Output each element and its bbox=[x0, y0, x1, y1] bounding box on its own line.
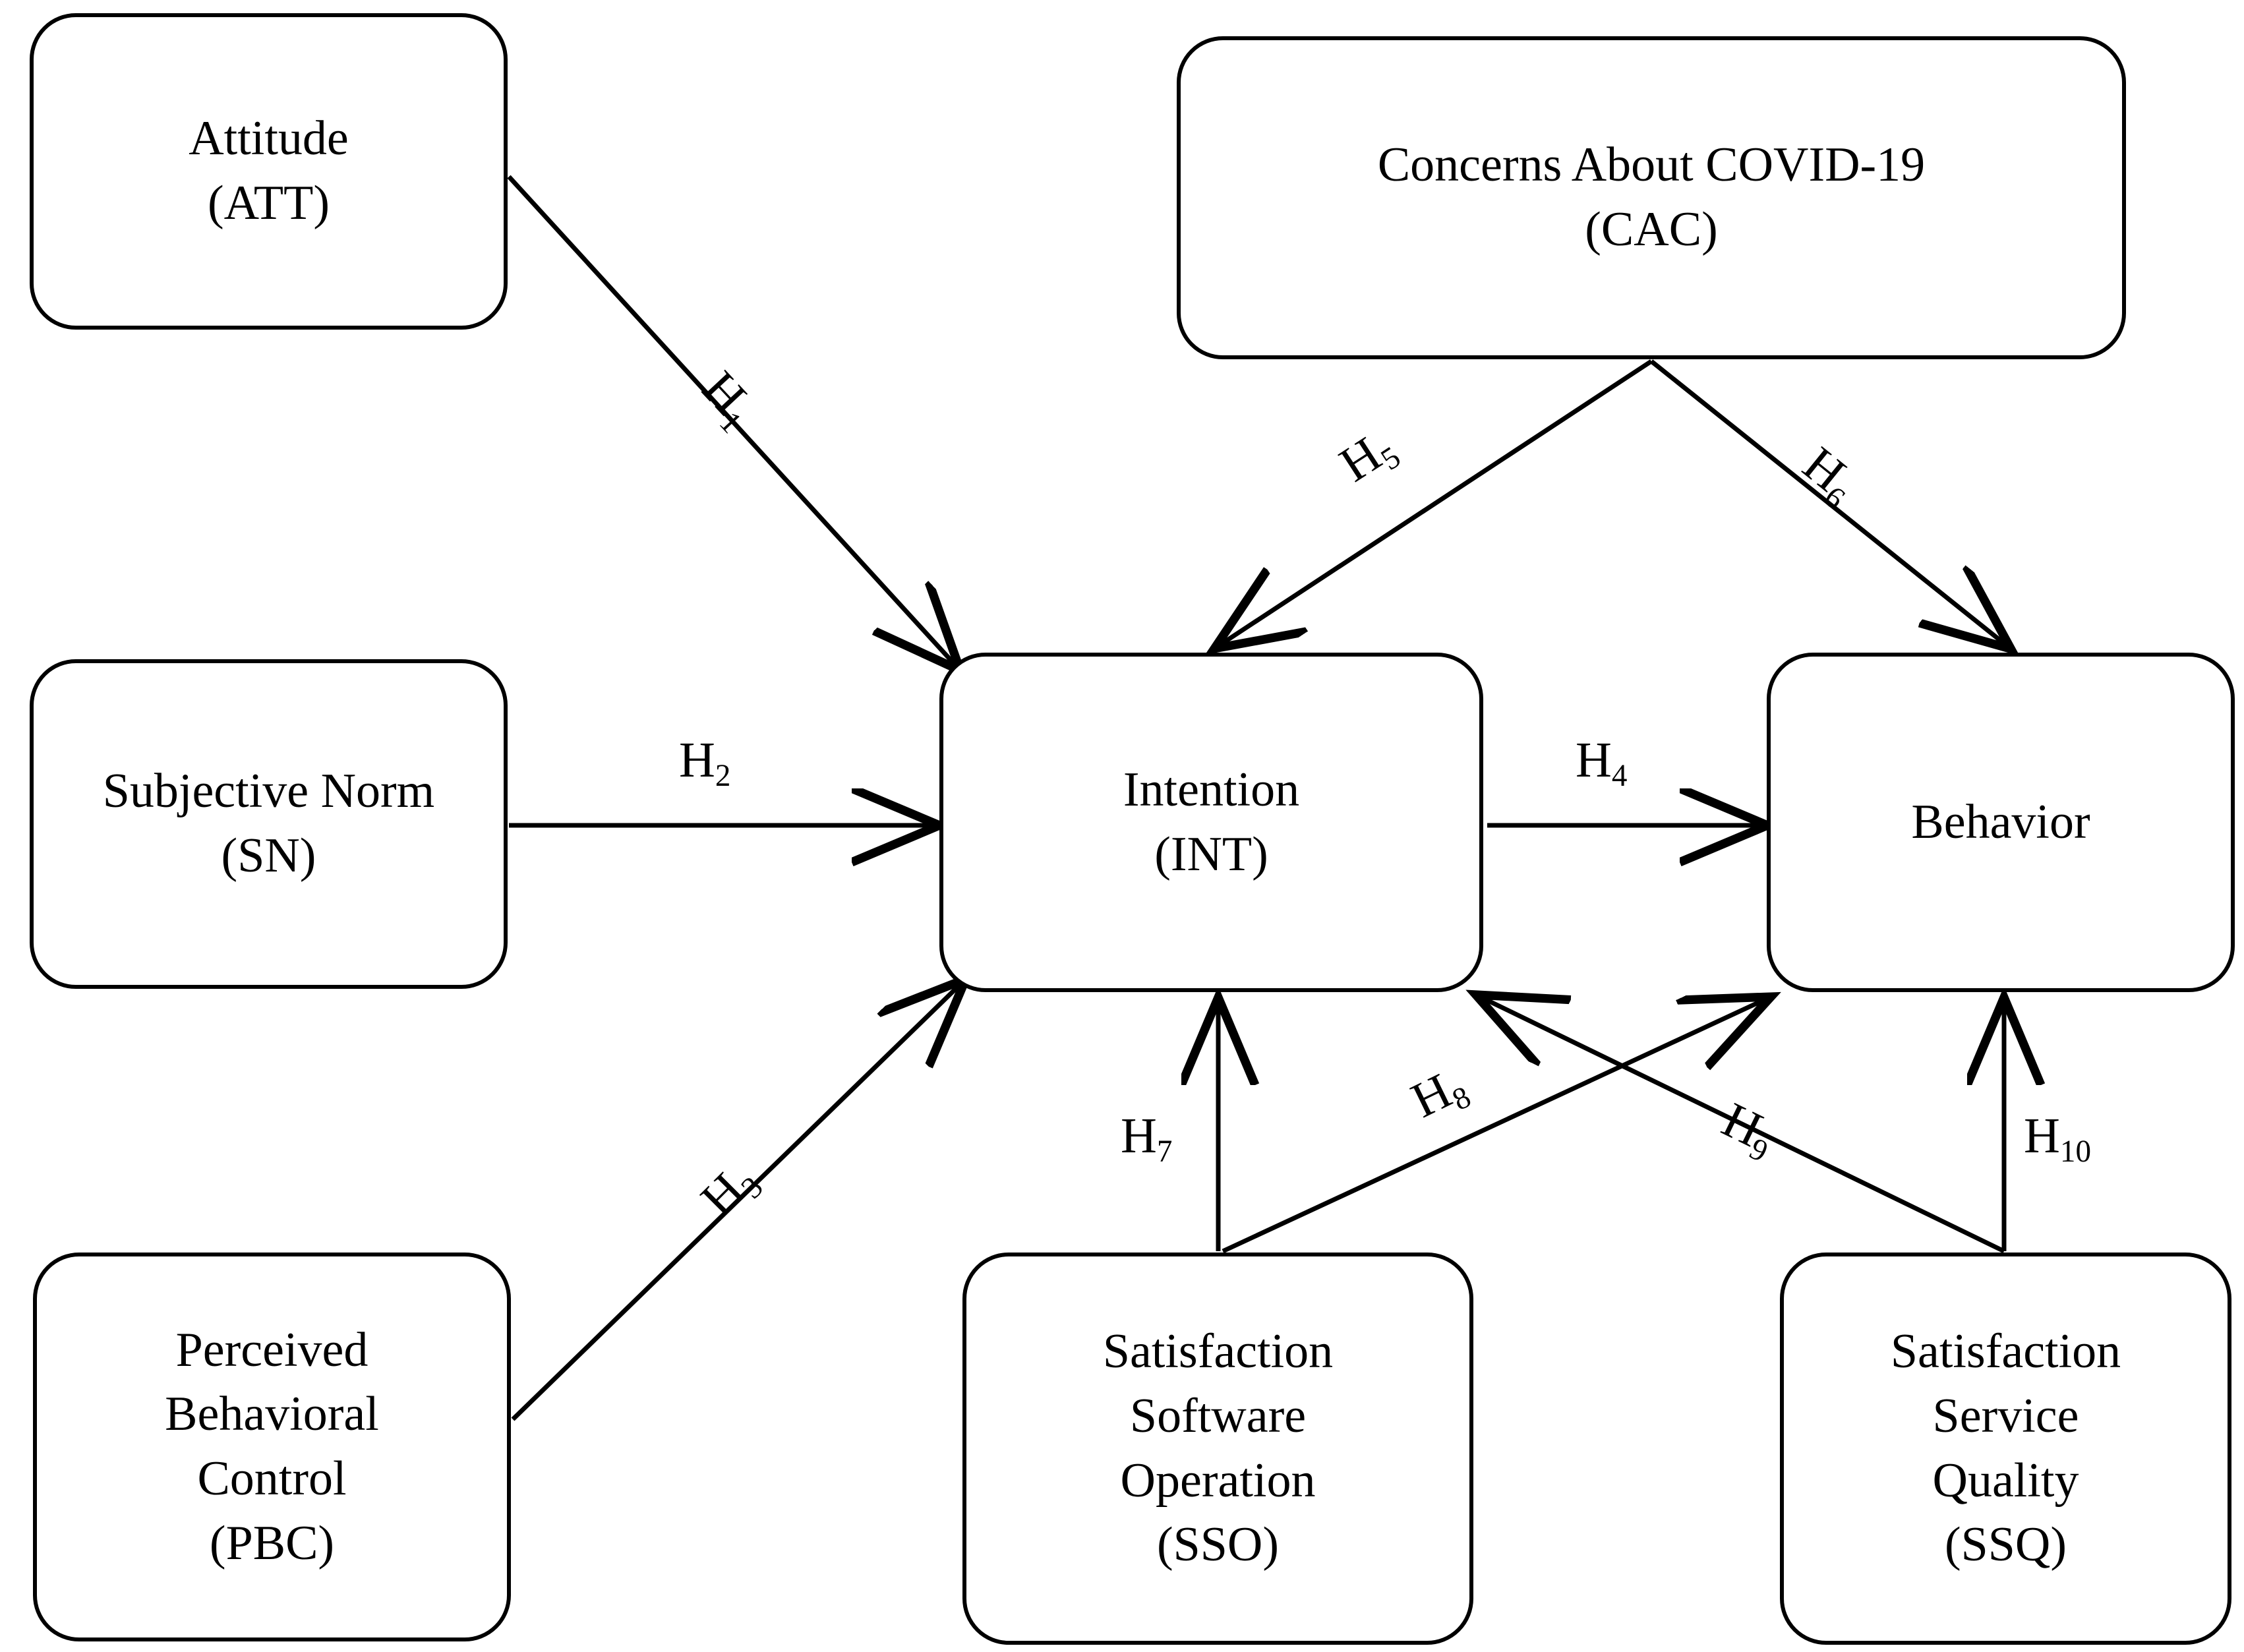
hypothesis-label-h7: H7 bbox=[1121, 1108, 1172, 1167]
h7-index: 7 bbox=[1156, 1135, 1173, 1169]
node-intention[interactable]: Intention (INT) bbox=[939, 653, 1483, 992]
node-behavior[interactable]: Behavior bbox=[1767, 653, 2235, 992]
node-ssq-line-2: Service bbox=[1932, 1388, 2079, 1443]
hypothesis-label-h10: H10 bbox=[2024, 1108, 2091, 1167]
node-int-line-1: Intention bbox=[1123, 762, 1300, 817]
arrow-h5 bbox=[1218, 359, 1653, 646]
node-sso-line-1: Satisfaction bbox=[1102, 1324, 1334, 1379]
node-perceived-behavioral-control[interactable]: Perceived Behavioral Control (PBC) bbox=[33, 1253, 511, 1641]
h2-index: 2 bbox=[715, 759, 731, 794]
node-sn-line-1: Subjective Norm bbox=[102, 764, 435, 819]
hypothesis-label-h4: H4 bbox=[1576, 732, 1627, 792]
h4-index: 4 bbox=[1611, 759, 1628, 794]
node-pbc-line-1: Perceived bbox=[175, 1322, 369, 1377]
hypothesis-label-h6: H6 bbox=[1793, 436, 1866, 516]
node-satisfaction-software-operation[interactable]: Satisfaction Software Operation (SSO) bbox=[962, 1253, 1473, 1645]
node-ssq-line-4: (SSQ) bbox=[1944, 1518, 2067, 1572]
hypothesis-label-h2: H2 bbox=[679, 732, 730, 792]
node-int-line-2: (INT) bbox=[1154, 827, 1268, 881]
node-pbc-line-4: (PBC) bbox=[209, 1516, 335, 1570]
node-satisfaction-service-quality[interactable]: Satisfaction Service Quality (SSQ) bbox=[1780, 1253, 2231, 1645]
node-subjective-norm[interactable]: Subjective Norm (SN) bbox=[30, 659, 508, 989]
h7-letter: H bbox=[1121, 1108, 1157, 1164]
h10-index: 10 bbox=[2059, 1135, 2091, 1169]
node-attitude-line-2: (ATT) bbox=[208, 176, 330, 230]
node-beh-line-1: Behavior bbox=[1911, 794, 2090, 849]
node-concerns-about-covid-19[interactable]: Concerns About COVID-19 (CAC) bbox=[1177, 36, 2126, 359]
hypothesis-label-h3: H3 bbox=[690, 1154, 770, 1227]
node-ssq-line-3: Quality bbox=[1932, 1453, 2079, 1508]
node-attitude[interactable]: Attitude (ATT) bbox=[30, 13, 508, 330]
node-cac-line-2: (CAC) bbox=[1585, 202, 1718, 256]
node-sso-line-2: Software bbox=[1129, 1388, 1307, 1443]
node-sn-line-2: (SN) bbox=[221, 829, 316, 883]
hypothesis-label-h9: H9 bbox=[1714, 1092, 1784, 1169]
node-pbc-line-3: Control bbox=[197, 1452, 347, 1506]
node-ssq-line-1: Satisfaction bbox=[1890, 1324, 2121, 1379]
hypothesis-label-h1: H1 bbox=[692, 361, 765, 440]
hypothesis-label-h5: H5 bbox=[1330, 420, 1407, 492]
hypothesis-label-h8: H8 bbox=[1403, 1059, 1476, 1129]
h4-letter: H bbox=[1576, 732, 1612, 788]
h10-letter: H bbox=[2024, 1108, 2060, 1164]
node-sso-line-4: (SSO) bbox=[1156, 1518, 1280, 1572]
arrow-h8 bbox=[1222, 999, 1767, 1254]
node-cac-line-1: Concerns About COVID-19 bbox=[1377, 138, 1926, 192]
h2-letter: H bbox=[679, 732, 715, 788]
node-pbc-line-2: Behavioral bbox=[165, 1387, 379, 1442]
node-attitude-line-1: Attitude bbox=[189, 111, 349, 166]
node-sso-line-3: Operation bbox=[1120, 1453, 1316, 1508]
